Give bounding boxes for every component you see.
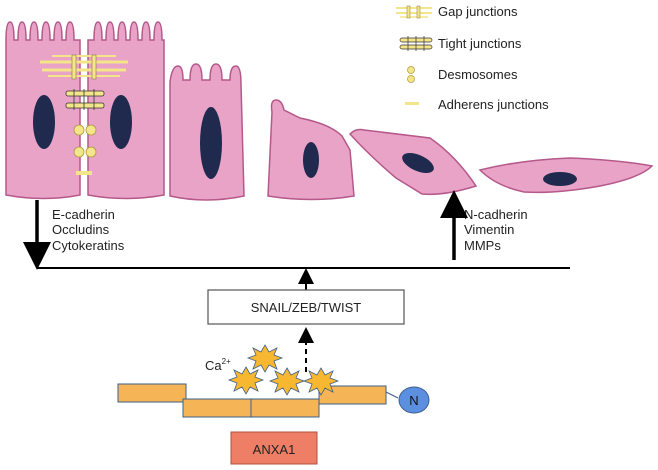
mesenchymal-marker: Vimentin — [464, 222, 514, 237]
legend-adherens-junctions: Adherens junctions — [405, 97, 549, 112]
annexin-repeat-1 — [117, 383, 187, 403]
nucleus-cell-5 — [543, 172, 577, 186]
calcium-ion-icon — [302, 367, 340, 396]
nucleus-cell-2 — [200, 107, 222, 179]
transcription-factors-box: SNAIL/ZEB/TWIST — [207, 289, 405, 325]
legend-label: Desmosomes — [438, 67, 518, 82]
epithelial-marker: E-cadherin — [52, 207, 115, 222]
legend-desmosomes: Desmosomes — [407, 66, 518, 83]
legend-tight-junctions: Tight junctions — [399, 36, 522, 51]
n-terminus-label: N — [409, 393, 418, 408]
calcium-ion-icon — [268, 367, 306, 396]
calcium-ion-icon — [246, 344, 284, 373]
legend-label: Gap junctions — [438, 4, 518, 19]
gap-junction-icon — [396, 5, 432, 19]
n-terminus: N — [398, 386, 430, 414]
adherens-junction-icon — [405, 102, 419, 105]
nucleus-cell-4 — [402, 152, 434, 174]
epithelial-markers: E-cadherin Occludins Cytokeratins — [52, 207, 125, 253]
anxa1-protein-structure: N — [117, 383, 430, 418]
legend-label: Tight junctions — [438, 36, 522, 51]
calcium-ions: Ca2+ — [205, 344, 340, 396]
anxa1-label-box: ANXA1 — [230, 431, 318, 465]
nucleus-right — [110, 95, 132, 149]
annexin-repeat-3 — [250, 398, 320, 418]
mesenchymal-marker: MMPs — [464, 238, 501, 253]
legend: Gap junctions Tight junctions Desmosomes… — [396, 4, 549, 112]
legend-label: Adherens junctions — [438, 97, 549, 112]
annexin-repeat-4 — [318, 385, 387, 405]
nucleus-left — [33, 95, 55, 149]
transcription-factors-label: SNAIL/ZEB/TWIST — [251, 300, 362, 315]
linker — [385, 391, 399, 399]
desmosomes-between-cells — [73, 124, 97, 158]
adherens-junction-between-cells — [76, 171, 92, 175]
epithelial-cell-pair — [5, 21, 165, 200]
desmosome-icon — [407, 66, 415, 83]
calcium-label: Ca2+ — [205, 357, 231, 373]
calcium-ion-icon — [227, 366, 265, 395]
epithelial-marker: Cytokeratins — [52, 238, 125, 253]
mesenchymal-marker: N-cadherin — [464, 207, 528, 222]
mesenchymal-markers: N-cadherin Vimentin MMPs — [464, 207, 528, 253]
legend-gap-junctions: Gap junctions — [396, 4, 518, 19]
nucleus-cell-3 — [303, 142, 319, 178]
annexin-repeat-2 — [182, 398, 252, 418]
anxa1-label: ANXA1 — [253, 442, 296, 457]
gap-junction-between-cells — [40, 54, 128, 80]
epithelial-marker: Occludins — [52, 222, 110, 237]
tight-junctions-between-cells — [65, 89, 105, 110]
tight-junction-icon — [399, 36, 433, 51]
